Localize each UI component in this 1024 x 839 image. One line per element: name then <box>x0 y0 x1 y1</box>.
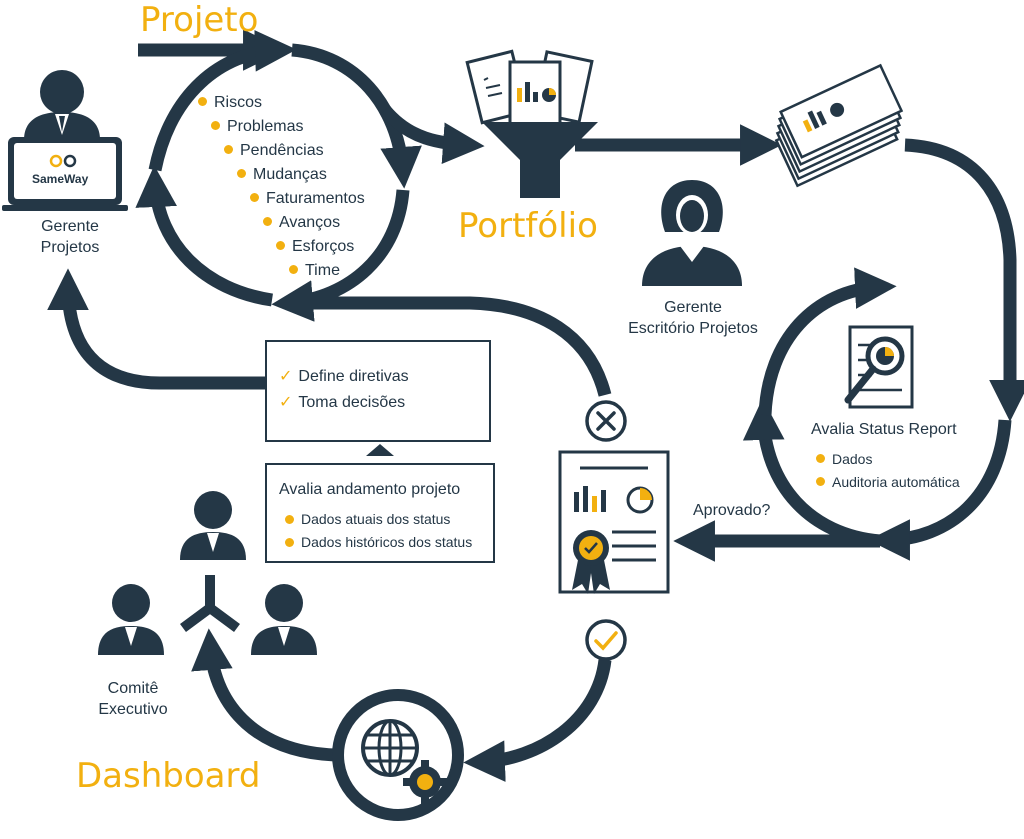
decision-item-label: Define diretivas <box>298 368 409 385</box>
committee-icon <box>98 491 317 655</box>
funnel-documents <box>465 49 594 130</box>
project-item-label: Problemas <box>227 118 304 135</box>
project-item: Time <box>289 262 340 280</box>
project-item: Problemas <box>211 118 303 136</box>
project-item: Avanços <box>263 214 340 232</box>
checkmark-icon: ✓ <box>279 368 293 385</box>
report-cycle-top <box>758 267 897 416</box>
project-item: Mudanças <box>237 166 327 184</box>
role-line: Projetos <box>40 239 100 256</box>
role-gerente-projetos: Gerente Projetos <box>20 216 120 258</box>
title-portfolio: Portfólio <box>458 206 598 246</box>
bullet-dot <box>224 145 233 154</box>
decision-item: ✓ Toma decisões <box>279 392 405 412</box>
status-report-item-label: Auditoria automática <box>832 474 960 490</box>
bullet-dot <box>285 538 294 547</box>
project-item: Esforços <box>276 238 354 256</box>
evaluation-item: Dados atuais dos status <box>285 511 450 527</box>
bullet-dot <box>198 97 207 106</box>
decisions-box: ✓ Define diretivas ✓ Toma decisões <box>265 340 491 442</box>
status-report-item-label: Dados <box>832 451 873 467</box>
project-item-label: Time <box>305 262 340 279</box>
decision-item-label: Toma decisões <box>298 394 406 411</box>
decision-item: ✓ Define diretivas <box>279 366 409 386</box>
bullet-dot <box>237 169 246 178</box>
role-line: Gerente <box>41 218 99 235</box>
project-item-label: Avanços <box>279 214 341 231</box>
reject-path <box>285 296 612 397</box>
flow-connectors <box>47 29 1024 782</box>
role-comite: Comitê Executivo <box>88 678 178 720</box>
evaluation-item-label: Dados atuais dos status <box>301 511 451 527</box>
bullet-dot <box>250 193 259 202</box>
approve-to-dashboard-path <box>463 659 612 782</box>
project-item-label: Mudanças <box>253 166 327 183</box>
status-report-item: Auditoria automática <box>816 474 960 490</box>
magnifier-report-icon <box>844 325 914 409</box>
project-item: Riscos <box>198 94 262 112</box>
stack-to-report-path <box>904 138 1024 422</box>
female-manager-icon <box>642 180 742 286</box>
manager-icon <box>24 70 100 140</box>
role-line: Comitê <box>107 680 159 697</box>
checkmark-icon: ✓ <box>279 394 293 411</box>
bullet-dot <box>263 217 272 226</box>
project-cycle-left <box>135 165 274 307</box>
approved-label: Aprovado? <box>693 502 771 519</box>
approve-check-icon <box>585 619 627 661</box>
certificate-icon <box>558 450 670 594</box>
pointer-triangle <box>366 444 394 456</box>
bullet-dot <box>285 515 294 524</box>
funnel-icon <box>465 49 598 198</box>
committee-member-top <box>180 491 246 560</box>
bullet-dot <box>816 477 825 486</box>
project-item: Faturamentos <box>250 190 365 208</box>
role-gerente-escritorio: Gerente Escritório Projetos <box>608 297 778 339</box>
committee-connector <box>180 575 240 633</box>
committee-member-right <box>251 584 317 655</box>
project-item-label: Esforços <box>292 238 355 255</box>
committee-member-left <box>98 584 164 655</box>
globe-gear-icon <box>332 689 464 821</box>
title-dashboard: Dashboard <box>76 756 261 796</box>
project-item-label: Pendências <box>240 142 324 159</box>
to-portfolio-arrow <box>380 105 485 164</box>
decisions-to-manager-path <box>47 268 265 390</box>
reject-x-icon <box>585 400 627 442</box>
status-report-item: Dados <box>816 451 872 467</box>
project-item: Pendências <box>224 142 324 160</box>
sameway-logo-text: SameWay <box>32 172 89 186</box>
role-line: Escritório Projetos <box>628 320 758 337</box>
bullet-dot <box>276 241 285 250</box>
evaluation-box: Avalia andamento projeto Dados atuais do… <box>265 463 495 563</box>
report-cycle-bottom <box>868 419 1012 561</box>
project-item-label: Riscos <box>214 94 263 111</box>
status-report-title: Avalia Status Report <box>811 421 957 438</box>
dashboard-to-committee-path <box>191 628 336 762</box>
document-stack-icon <box>774 63 904 188</box>
role-line: Gerente <box>664 299 722 316</box>
project-cycle-top <box>148 30 297 172</box>
project-cycle-right <box>291 43 422 189</box>
evaluation-title: Avalia andamento projeto <box>279 481 461 498</box>
evaluation-item-label: Dados históricos dos status <box>301 534 473 550</box>
project-item-label: Faturamentos <box>266 190 365 207</box>
bullet-dot <box>816 454 825 463</box>
evaluation-item: Dados históricos dos status <box>285 534 472 550</box>
bullet-dot <box>211 121 220 130</box>
bullet-dot <box>289 265 298 274</box>
role-line: Executivo <box>98 701 168 718</box>
title-projeto: Projeto <box>140 0 259 40</box>
laptop-icon <box>2 137 128 211</box>
